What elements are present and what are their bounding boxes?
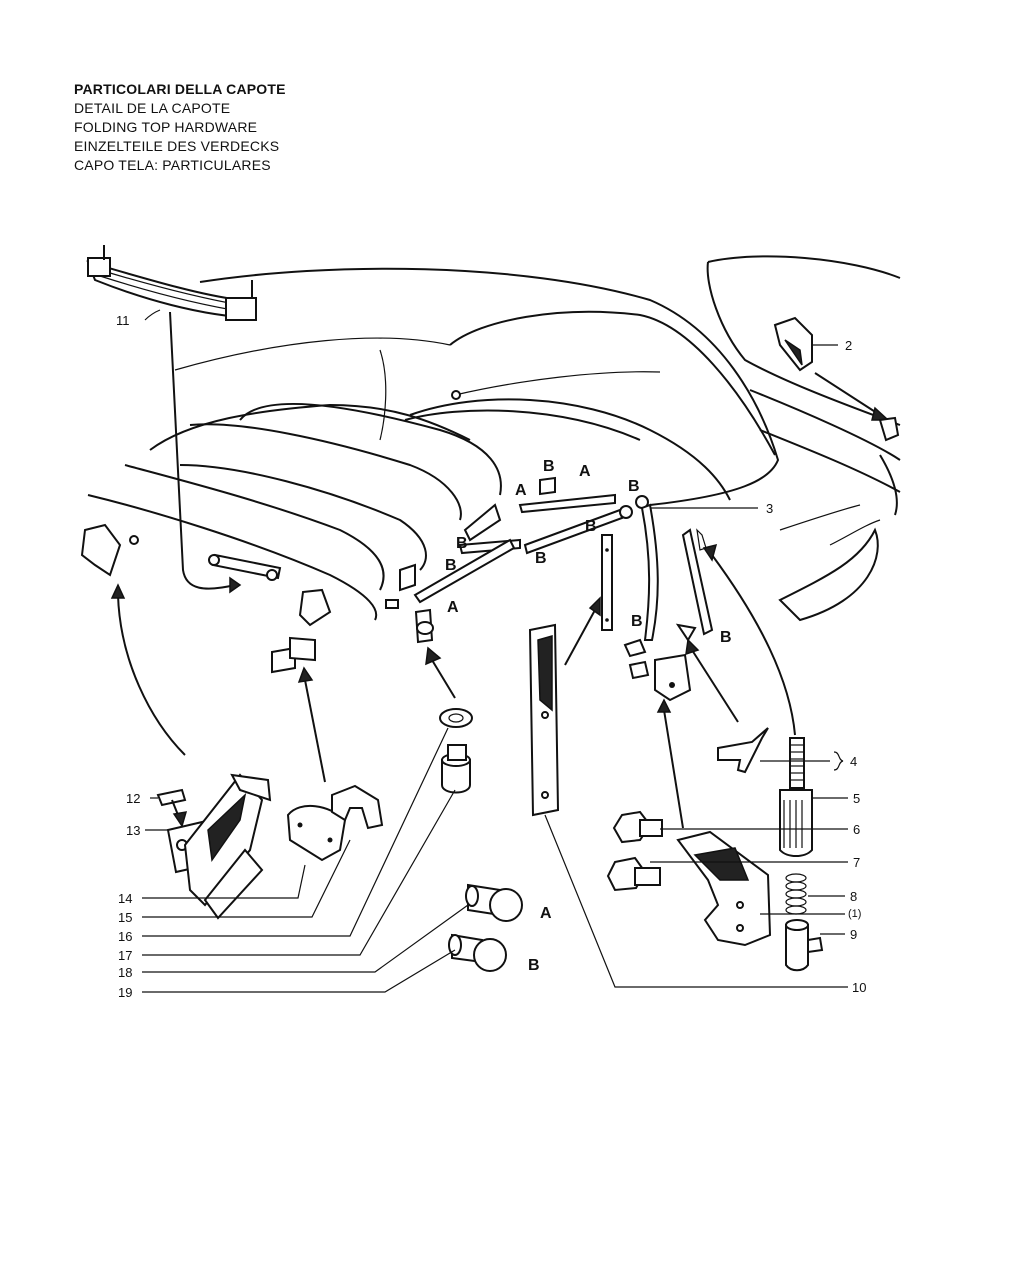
part-2-clip [773, 316, 900, 442]
title-german: EINZELTEILE DES VERDECKS [74, 138, 280, 154]
hook-part [717, 727, 769, 774]
callout-2: 2 [845, 338, 852, 353]
callout-16: 16 [118, 929, 132, 944]
linkage-mechanism [385, 476, 714, 641]
title-block: PARTICOLARI DELLA CAPOTE DETAIL DE LA CA… [74, 80, 474, 175]
callout-8: 8 [850, 889, 857, 904]
callout-14: 14 [118, 891, 132, 906]
title-italian: PARTICOLARI DELLA CAPOTE [74, 81, 286, 97]
callout-19: 19 [118, 985, 132, 1000]
callout-10: 10 [852, 980, 866, 995]
label-a: A [515, 482, 527, 499]
callout-17: 17 [118, 948, 132, 963]
label-b: B [631, 613, 643, 630]
label-b: B [720, 629, 732, 646]
label-a: A [579, 463, 591, 480]
callout-11: 11 [116, 313, 130, 328]
callout-4: 4 [850, 754, 857, 769]
label-b: B [628, 478, 640, 495]
label-b: B [456, 535, 468, 552]
header-bow-part-11 [86, 245, 258, 321]
title-spanish: CAPO TELA: PARTICULARES [74, 157, 271, 173]
leader-lines [142, 344, 848, 993]
part-10-plate [528, 623, 560, 817]
arrow-part-6-7 [663, 709, 684, 829]
part-14-15-clips [271, 588, 384, 862]
label-a: A [540, 905, 552, 922]
arrow-part-10 [564, 609, 596, 666]
callout-7: 7 [853, 855, 860, 870]
callout-15: 15 [118, 910, 132, 925]
callout-3: 3 [766, 501, 773, 516]
label-b: B [528, 957, 540, 974]
part-6-7-latch [606, 810, 772, 947]
callout-6: 6 [853, 822, 860, 837]
title-english: FOLDING TOP HARDWARE [74, 119, 258, 135]
part-12-13-bracket [80, 523, 272, 920]
callout-13: 13 [126, 823, 140, 838]
title-french: DETAIL DE LA CAPOTE [74, 100, 231, 116]
arrow-part-hook [691, 649, 739, 723]
arrow-part-11 [169, 311, 236, 590]
latch-plate [623, 623, 697, 702]
label-b: B [585, 518, 597, 535]
callout-5: 5 [853, 791, 860, 806]
part-16-17 [414, 608, 473, 794]
label-b: B [543, 458, 555, 475]
label-a: A [447, 599, 459, 616]
car-body-outline [87, 255, 901, 622]
callout-9: 9 [850, 927, 857, 942]
rail-bracket [208, 553, 282, 581]
callout-12: 12 [126, 791, 140, 806]
callout-8-note: (1) [848, 908, 861, 920]
label-b: B [445, 557, 457, 574]
callout-18: 18 [118, 965, 132, 980]
part-18-19-pins [448, 883, 523, 972]
label-b: B [535, 550, 547, 567]
part-4-5-stud [696, 528, 813, 857]
part-8-9 [785, 873, 824, 972]
